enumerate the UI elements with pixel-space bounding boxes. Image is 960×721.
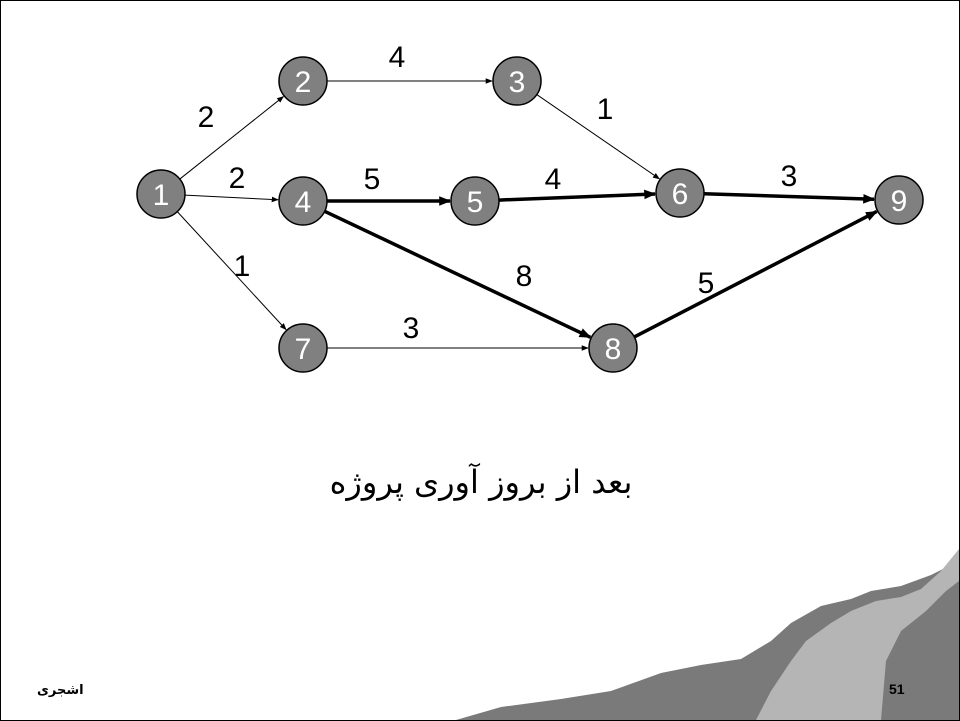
node-circle-8 xyxy=(588,323,638,373)
node-label-7: 7 xyxy=(295,333,312,366)
node-circle-2 xyxy=(278,56,328,106)
node-circle-4 xyxy=(278,176,328,226)
edge-3-6 xyxy=(536,94,660,180)
edge-1-2 xyxy=(179,96,284,180)
edge-6-9 xyxy=(703,192,876,204)
edge-5-6 xyxy=(498,189,657,202)
node-6: 6 xyxy=(655,168,705,218)
edge-label-1-7: 1 xyxy=(234,250,251,283)
node-circle-6 xyxy=(655,168,705,218)
edge-label-8-9: 5 xyxy=(698,267,715,300)
node-circle-9 xyxy=(874,175,924,225)
node-5: 5 xyxy=(450,176,500,226)
node-2: 2 xyxy=(278,56,328,106)
node-8: 8 xyxy=(588,323,638,373)
edge-label-7-8: 3 xyxy=(403,312,420,345)
node-label-9: 9 xyxy=(891,185,908,218)
edge-label-1-4: 2 xyxy=(229,162,246,195)
edge-1-4 xyxy=(184,194,279,203)
node-label-5: 5 xyxy=(467,186,484,219)
edge-label-5-6: 4 xyxy=(545,163,562,196)
edge-label-3-6: 1 xyxy=(597,93,614,126)
edge-label-6-9: 3 xyxy=(781,160,798,193)
edge-label-2-3: 4 xyxy=(389,41,406,74)
node-label-6: 6 xyxy=(672,178,689,211)
node-label-2: 2 xyxy=(295,66,312,99)
node-3: 3 xyxy=(492,56,542,106)
edge-1-7 xyxy=(176,211,287,331)
node-label-4: 4 xyxy=(295,186,312,219)
node-circle-7 xyxy=(278,323,328,373)
node-circle-1 xyxy=(136,169,186,219)
node-label-1: 1 xyxy=(153,179,170,212)
node-label-3: 3 xyxy=(509,66,526,99)
node-7: 7 xyxy=(278,323,328,373)
edge-label-4-5: 5 xyxy=(364,163,381,196)
node-circle-5 xyxy=(450,176,500,226)
node-9: 9 xyxy=(874,175,924,225)
node-circle-3 xyxy=(492,56,542,106)
node-label-8: 8 xyxy=(605,333,622,366)
slide-caption: بعد از بروز آوری پروژه xyxy=(329,463,633,501)
node-1: 1 xyxy=(136,169,186,219)
edge-8-9 xyxy=(633,209,878,339)
edge-label-1-2: 2 xyxy=(198,101,215,134)
footer-author: اشجری xyxy=(37,683,84,698)
edge-4-8 xyxy=(323,209,592,339)
node-4: 4 xyxy=(278,176,328,226)
edge-label-4-8: 8 xyxy=(516,260,533,293)
page-number: 51 xyxy=(889,681,905,697)
